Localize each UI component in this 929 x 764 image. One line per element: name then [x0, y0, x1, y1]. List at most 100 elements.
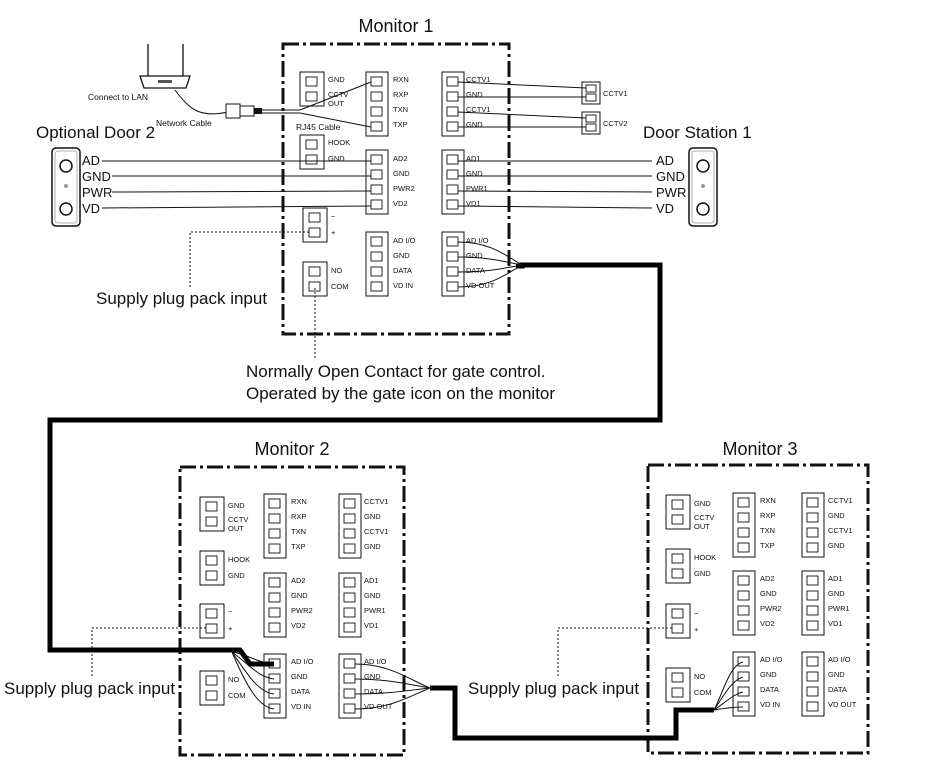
m1-label-ad1: AD1 — [466, 154, 481, 163]
door1-wire-ad: AD — [656, 153, 674, 168]
m2-label-rxp: RXP — [291, 512, 306, 521]
m3-label-txp: TXP — [760, 541, 775, 550]
m2-label-cctv1-b: CCTV1 — [364, 527, 389, 536]
m3-label-cctv: CCTV — [694, 513, 714, 522]
m3-bus-in-fan — [713, 661, 744, 711]
optional-door-2-panel — [51, 147, 81, 227]
m3-label-gnd-in: GND — [760, 670, 777, 679]
door-station-1-title: Door Station 1 — [643, 123, 752, 142]
m1-label-cctv-gnd-a: GND — [466, 90, 483, 99]
m2-label-cctv: CCTV — [228, 515, 248, 524]
door2-wire-gnd: GND — [82, 169, 111, 184]
m1-label-adio-out: AD I/O — [466, 236, 489, 245]
monitor-2-frame — [178, 465, 406, 757]
m2-label-plus: + — [228, 624, 233, 633]
door1-wire-pwr: PWR — [656, 185, 686, 200]
door1-wire-gnd: GND — [656, 169, 685, 184]
m2-bus-out-block — [338, 653, 362, 719]
m1-label-cctv-gnd-b: GND — [466, 120, 483, 129]
m1-cctv-block — [441, 71, 465, 137]
m2-label-pwr1: PWR1 — [364, 606, 386, 615]
m1-label-hook: HOOK — [328, 138, 350, 147]
door1-wire-vd: VD — [656, 201, 674, 216]
m2-label-adio-in: AD I/O — [291, 657, 314, 666]
m3-label-gnd: GND — [694, 499, 711, 508]
m1-bus-fan — [457, 241, 523, 288]
gate-note-line-1: Normally Open Contact for gate control. — [246, 362, 546, 381]
monitor-2-terminals: GND CCTV OUT HOOK GND − + NO COM RXN RXP… — [199, 493, 393, 719]
m2-label-ad2: AD2 — [291, 576, 306, 585]
m1-label-cctv1-b: CCTV1 — [466, 105, 491, 114]
rj45-connector-icon — [225, 103, 262, 119]
m1-label-gnd-in: GND — [393, 251, 410, 260]
m2-label-vdin: VD IN — [291, 702, 311, 711]
m3-label-minus: − — [694, 609, 699, 618]
m3-label-adio-out: AD I/O — [828, 655, 851, 664]
door2-wire-vd: VD — [82, 201, 100, 216]
door2-wire-pwr: PWR — [82, 185, 112, 200]
m3-label-ad1: AD1 — [828, 574, 843, 583]
m1-label-data-out: DATA — [466, 266, 485, 275]
m3-label-pwr2: PWR2 — [760, 604, 782, 613]
m3-label-cctv-gnd-b: GND — [828, 541, 845, 550]
m2-label-no: NO — [228, 675, 239, 684]
gate-note-line-2: Operated by the gate icon on the monitor — [246, 384, 555, 403]
m3-label-vdin: VD IN — [760, 700, 780, 709]
cctv1-label: CCTV1 — [603, 89, 628, 98]
m3-label-cctv1-b: CCTV1 — [828, 526, 853, 535]
m2-door2-block — [263, 572, 287, 638]
m2-supply-label: Supply plug pack input — [4, 679, 175, 698]
optional-door-2-title: Optional Door 2 — [36, 123, 155, 142]
m3-label-pwr1: PWR1 — [828, 604, 850, 613]
m3-label-data-in: DATA — [760, 685, 779, 694]
m2-label-hook: HOOK — [228, 555, 250, 564]
m1-label-cctv1-a: CCTV1 — [466, 75, 491, 84]
m3-label-adio-in: AD I/O — [760, 655, 783, 664]
m3-label-ad2-gnd: GND — [760, 589, 777, 598]
monitor-3-frame — [646, 463, 870, 755]
m1-label-vd1: VD1 — [466, 199, 481, 208]
m3-label-hook: HOOK — [694, 553, 716, 562]
cctv2-terminal — [581, 111, 601, 135]
m1-label-out: OUT — [328, 99, 344, 108]
m3-label-plus: + — [694, 625, 699, 634]
m2-label-cctv-gnd-a: GND — [364, 512, 381, 521]
m3-label-rxp: RXP — [760, 511, 775, 520]
m2-bus-in-fan — [231, 651, 275, 710]
monitor-1-title: Monitor 1 — [358, 16, 433, 36]
m2-label-pwr2: PWR2 — [291, 606, 313, 615]
m2-label-hook-gnd: GND — [228, 571, 245, 580]
m3-label-vd2: VD2 — [760, 619, 775, 628]
m2-label-gnd-in: GND — [291, 672, 308, 681]
m2-label-com: COM — [228, 691, 246, 700]
monitor-3-title: Monitor 3 — [722, 439, 797, 459]
m1-label-txn: TXN — [393, 105, 408, 114]
m1-label-no: NO — [331, 266, 342, 275]
m1-label-rxp: RXP — [393, 90, 408, 99]
m2-label-gnd-out: GND — [364, 672, 381, 681]
m1-bus-in-block — [365, 231, 389, 297]
m1-label-vd2: VD2 — [393, 199, 408, 208]
m3-label-txn: TXN — [760, 526, 775, 535]
m1-label-hook-gnd: GND — [328, 154, 345, 163]
m3-bus-out-block — [801, 651, 825, 717]
door2-wire-ad: AD — [82, 153, 100, 168]
m1-door1-block — [441, 149, 465, 215]
m2-label-ad1: AD1 — [364, 576, 379, 585]
m2-label-adio-out: AD I/O — [364, 657, 387, 666]
monitor-1-frame — [281, 42, 511, 336]
m3-label-gnd-out: GND — [828, 670, 845, 679]
m2-label-vd1: VD1 — [364, 621, 379, 630]
m2-cctv-block — [338, 493, 362, 559]
m1-label-gnd-out: GND — [466, 251, 483, 260]
m1-supply-leader — [189, 231, 309, 288]
door-station-1-panel — [688, 147, 718, 227]
m1-label-data-in: DATA — [393, 266, 412, 275]
m3-label-ad1-gnd: GND — [828, 589, 845, 598]
m3-label-cctv-gnd-a: GND — [828, 511, 845, 520]
m3-label-ad2: AD2 — [760, 574, 775, 583]
m1-label-txp: TXP — [393, 120, 408, 129]
m1-label-vdin: VD IN — [393, 281, 413, 290]
